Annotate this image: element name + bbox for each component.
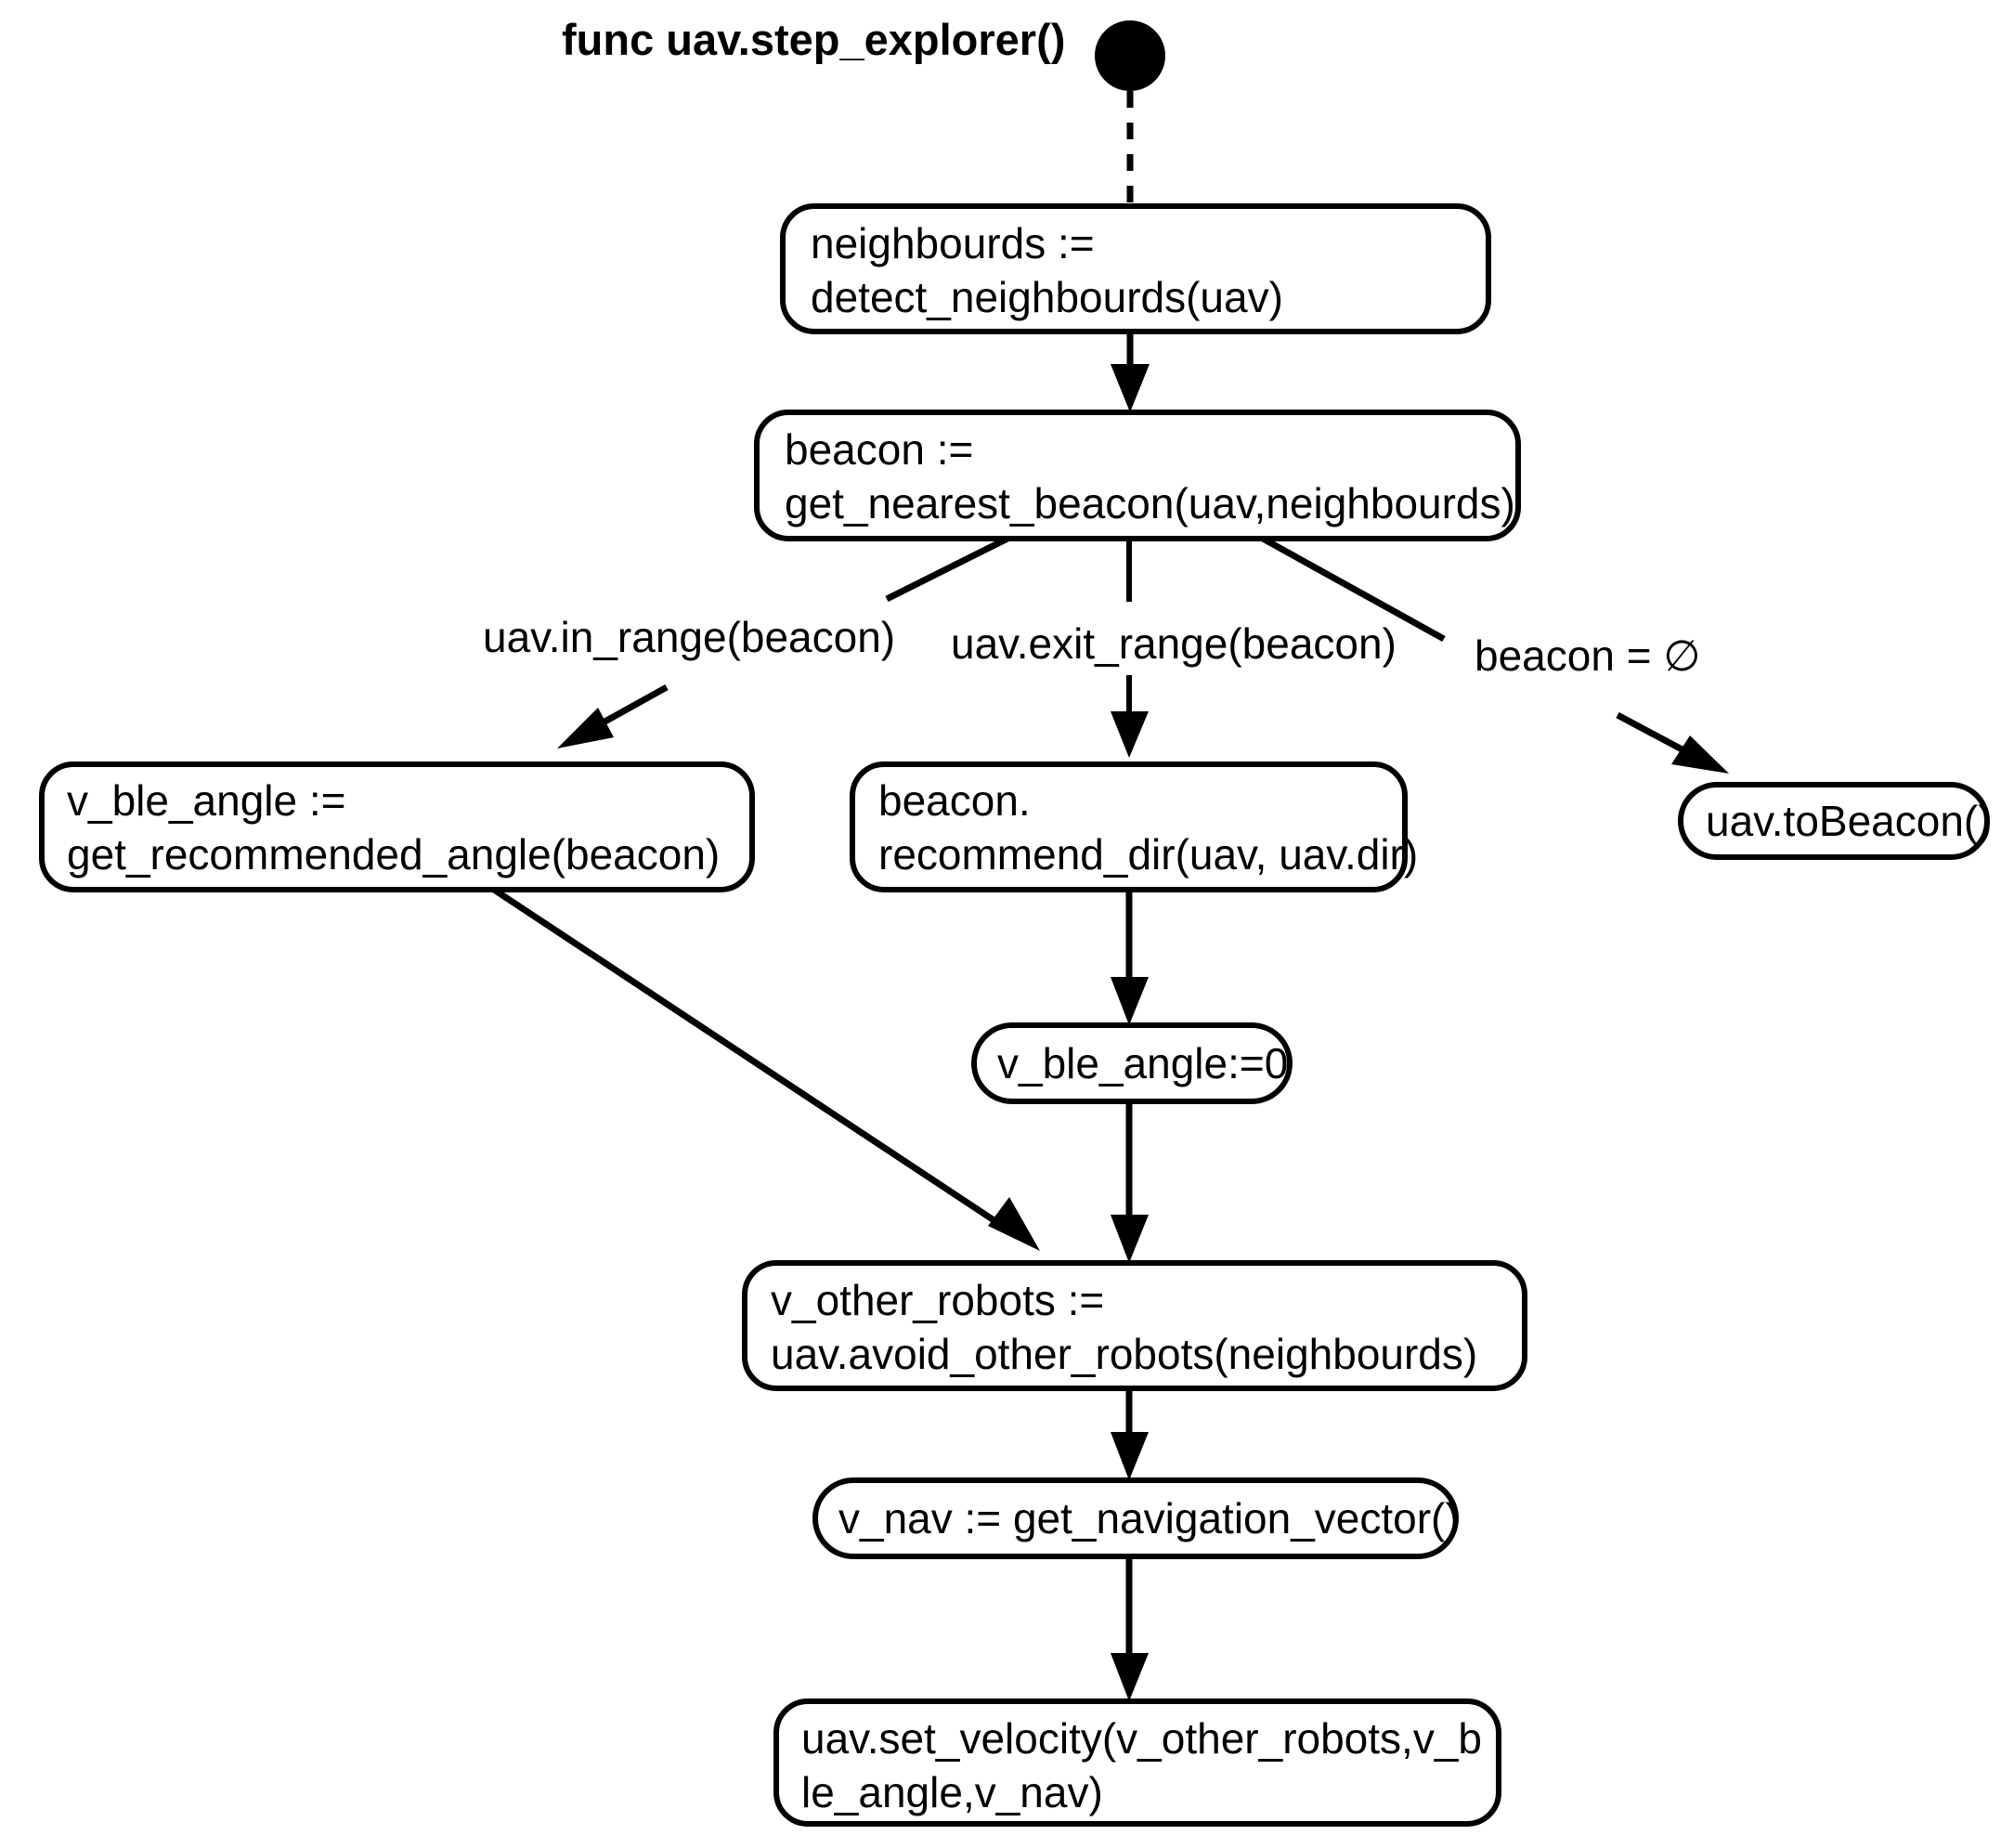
node-to-beacon-shape [1678,782,1990,860]
node-reset-ble-angle[interactable]: v_ble_angle:=0 [971,1022,1293,1104]
edge-label-guard-beacon-empty: beacon = ∅ [1475,631,1700,680]
node-detect-neighbourds-line-1: neighbourds := [811,219,1095,267]
node-set-velocity-line-2: le_angle,v_nav) [801,1768,1103,1816]
node-recommend-dir[interactable]: beacon. recommend_dir(uav, uav.dir) [850,761,1418,892]
node-avoid-other-robots-shape [742,1260,1527,1391]
edge-beacon-to-recommended-angle [557,535,1009,748]
node-set-velocity-shape [773,1698,1501,1827]
arrow-head-icon [1111,1432,1149,1480]
node-get-recommended-angle-line-2: get_recommended_angle(beacon) [67,830,720,878]
arrow-head-icon [988,1197,1040,1251]
node-set-velocity-line-1: uav.set_velocity(v_other_robots,v_b [801,1714,1482,1763]
node-avoid-other-robots[interactable]: v_other_robots := uav.avoid_other_robots… [742,1260,1527,1391]
node-detect-neighbourds[interactable]: neighbourds := detect_neighbourds(uav) [780,203,1491,334]
edge-reset-angle-to-avoid-robots [1111,1101,1149,1263]
arrow-head-icon [1111,1653,1149,1701]
arrow-head-icon [1111,364,1150,412]
node-reset-ble-angle-line-1: v_ble_angle:=0 [997,1039,1288,1087]
arrow-head-icon [1111,977,1149,1025]
node-avoid-other-robots-line-1: v_other_robots := [771,1276,1104,1324]
node-get-nearest-beacon-line-1: beacon := [785,425,973,474]
node-get-recommended-angle-line-1: v_ble_angle := [67,776,346,825]
node-navigation-vector-line-1: v_nav := get_navigation_vector() [838,1494,1460,1542]
node-get-nearest-beacon-line-2: get_nearest_beacon(uav,neighbourds) [785,479,1515,527]
node-to-beacon-line-1: uav.toBeacon() [1706,797,1993,845]
arrow-head-icon [557,708,614,748]
page-title: func uav.step_explorer() [562,15,1065,64]
node-get-recommended-angle[interactable]: v_ble_angle := get_recommended_angle(bea… [39,761,755,892]
edge-beacon-to-recommend-dir [1111,539,1149,758]
node-get-nearest-beacon[interactable]: beacon := get_nearest_beacon(uav,neighbo… [754,410,1521,541]
node-avoid-other-robots-line-2: uav.avoid_other_robots(neighbourds) [771,1330,1477,1378]
node-detect-neighbourds-shape [780,203,1491,334]
node-recommend-dir-line-1: beacon. [878,776,1031,825]
edge-navigation-vector-to-set-velocity [1111,1556,1149,1701]
arrow-head-icon [1111,711,1149,758]
edge-recommend-dir-to-reset-angle [1111,890,1149,1025]
edge-avoid-robots-to-navigation-vector [1111,1388,1149,1480]
arrow-head-icon [1671,735,1729,774]
node-detect-neighbourds-line-2: detect_neighbourds(uav) [811,273,1283,321]
node-to-beacon[interactable]: uav.toBeacon() [1678,782,1993,860]
edge-label-guard-in-range: uav.in_range(beacon) [483,613,895,661]
edge-recommended-angle-to-avoid-robots [492,887,1040,1251]
edge-label-guard-exit-range: uav.exit_range(beacon) [951,619,1397,668]
initial-state-node [1095,20,1165,91]
node-navigation-vector-shape [812,1477,1459,1559]
node-navigation-vector[interactable]: v_nav := get_navigation_vector() [812,1477,1460,1559]
edge-detect-to-beacon [1111,332,1150,412]
edge-beacon-to-to-beacon [1261,535,1729,774]
arrow-head-icon [1111,1215,1149,1263]
node-get-nearest-beacon-shape [754,410,1521,541]
node-recommend-dir-line-2: recommend_dir(uav, uav.dir) [878,830,1418,878]
node-get-recommended-angle-shape [39,761,755,892]
node-set-velocity[interactable]: uav.set_velocity(v_other_robots,v_b le_a… [773,1698,1501,1827]
